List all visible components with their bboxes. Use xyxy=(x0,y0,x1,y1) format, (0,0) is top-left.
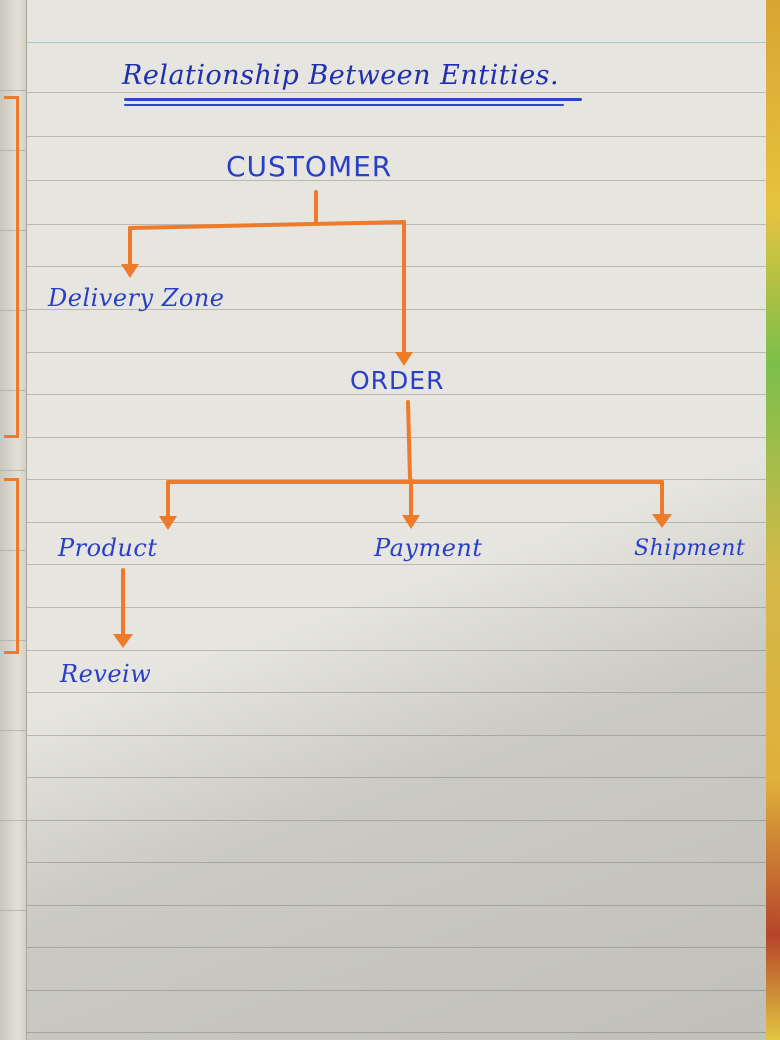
arrowhead-shipment xyxy=(652,514,672,528)
arrowhead-product xyxy=(159,516,177,530)
node-payment: Payment xyxy=(374,534,483,562)
book-spines-background xyxy=(766,0,780,1040)
arrowhead-payment xyxy=(402,515,420,529)
arrowhead-delivery-zone xyxy=(121,264,139,278)
title-underline xyxy=(124,98,582,101)
edge-order-trunk xyxy=(406,400,412,480)
node-shipment: Shipment xyxy=(634,536,746,561)
previous-page-bracket xyxy=(4,96,19,438)
node-customer: CUSTOMER xyxy=(226,150,393,183)
node-order: ORDER xyxy=(350,366,445,395)
notebook-page xyxy=(27,0,768,1040)
page-title: Relationship Between Entities. xyxy=(122,60,560,91)
title-underline xyxy=(124,104,564,106)
previous-page-edge xyxy=(0,0,27,1040)
edge-customer-bar xyxy=(128,220,406,230)
arrowhead-order xyxy=(395,352,413,366)
node-review: Reveiw xyxy=(60,660,152,688)
node-delivery-zone: Delivery Zone xyxy=(48,284,225,312)
previous-page-bracket xyxy=(4,478,19,654)
node-product: Product xyxy=(58,534,158,562)
arrowhead-review xyxy=(113,634,133,648)
